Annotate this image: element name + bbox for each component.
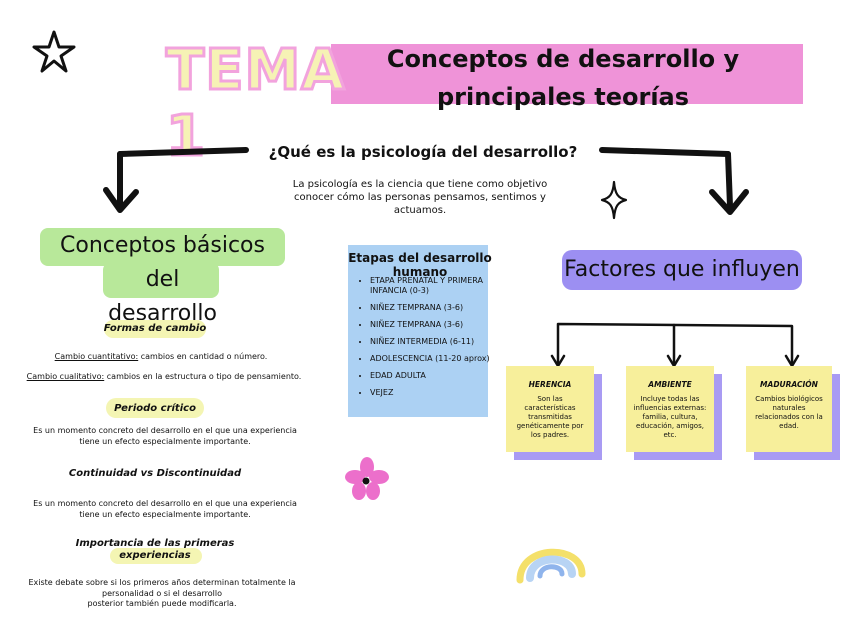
ambiente-card: AMBIENTE Incluye todas las influencias e… [626,366,714,452]
conceptos-title-line1: Conceptos básicos del [60,233,265,292]
etapas-box [348,245,488,417]
rainbow-icon [516,548,586,584]
importancia-heading-line1: Importancia de las primeras [75,538,235,549]
sparkle-icon [600,180,628,220]
flower-icon [345,457,389,500]
conceptos-title-bg-top [40,228,285,266]
importancia-text-line1: Existe debate sobre si los primeros años… [28,578,296,587]
formas-heading: Formas de cambio [103,323,207,334]
etapa-item: NIÑEZ TEMPRANA (3-6) [370,320,498,330]
etapa-item: NIÑEZ INTERMEDIA (6-11) [370,337,498,347]
ambiente-title: AMBIENTE [648,380,692,389]
maduracion-card: MADURACIÓN Cambios biológicos naturales … [746,366,832,452]
importancia-text-line2: personalidad o si el desarrollo [102,588,222,598]
conceptos-title-bg-bottom [103,262,219,298]
title-banner [331,44,803,104]
importancia-heading: Importancia de las primeras experiencias [60,538,250,562]
cuantitativo-text: cambios en cantidad o número. [138,352,268,361]
importancia-heading-line2: experiencias [119,550,191,561]
cambio-cualitativo: Cambio cualitativo: cambios en la estruc… [14,372,314,383]
arrow-left-icon [103,147,249,213]
etapas-list: ETAPA PRENATAL Y PRIMERA INFANCIA (0-3) … [358,276,498,405]
conceptos-title: Conceptos básicos del desarrollo [40,229,285,331]
star-icon [32,30,76,73]
cuantitativo-label: Cambio cuantitativo: [54,352,139,361]
etapa-item: EDAD ADULTA [370,371,498,381]
maduracion-title: MADURACIÓN [760,380,818,389]
page-title-line2: principales teorías [436,83,690,111]
factores-title: Factores que influyen [562,250,802,290]
factores-connector [550,322,800,368]
ambiente-text: Incluye todas las influencias externas: … [633,395,707,439]
importancia-text-line3: posterior también puede modificarla. [87,599,237,608]
etapa-item: ETAPA PRENATAL Y PRIMERA INFANCIA (0-3) [370,276,498,296]
continuidad-text: Es un momento concreto del desarrollo en… [33,499,297,519]
herencia-card: HERENCIA Son las características transmi… [506,366,594,452]
arrow-right-icon [599,147,749,215]
importancia-text: Existe debate sobre si los primeros años… [14,578,310,610]
cambio-cuantitativo: Cambio cuantitativo: cambios en cantidad… [20,352,302,363]
etapa-item: NIÑEZ TEMPRANA (3-6) [370,303,498,313]
cualitativo-label: Cambio cualitativo: [26,372,105,381]
periodo-text: Es un momento concreto del desarrollo en… [33,426,297,446]
maduracion-text: Cambios biológicos naturales relacionado… [755,395,823,430]
page-title-line1: Conceptos de desarrollo y [386,45,740,73]
herencia-text: Son las características transmitidas gen… [516,395,584,439]
etapas-title: Etapas del desarrollo humano [348,251,492,279]
etapa-item: ADOLESCENCIA (11-20 aprox) [370,354,498,364]
page-title: Conceptos de desarrollo y principales te… [330,40,796,116]
formas-highlight [104,320,206,338]
periodo-highlight [106,398,204,418]
herencia-title: HERENCIA [528,380,572,389]
importancia-highlight [110,548,202,564]
cualitativo-text: cambios en la estructura o tipo de pensa… [104,372,302,381]
tema-label: TEMA 1 [165,37,347,171]
continuidad-heading: Continuidad vs Discontinuidad [68,468,242,479]
definition-text: La psicología es la ciencia que tiene co… [292,179,548,216]
question-heading: ¿Qué es la psicología del desarrollo? [268,143,578,161]
periodo-heading: Periodo crítico [114,403,196,414]
etapa-item: VEJEZ [370,388,498,398]
